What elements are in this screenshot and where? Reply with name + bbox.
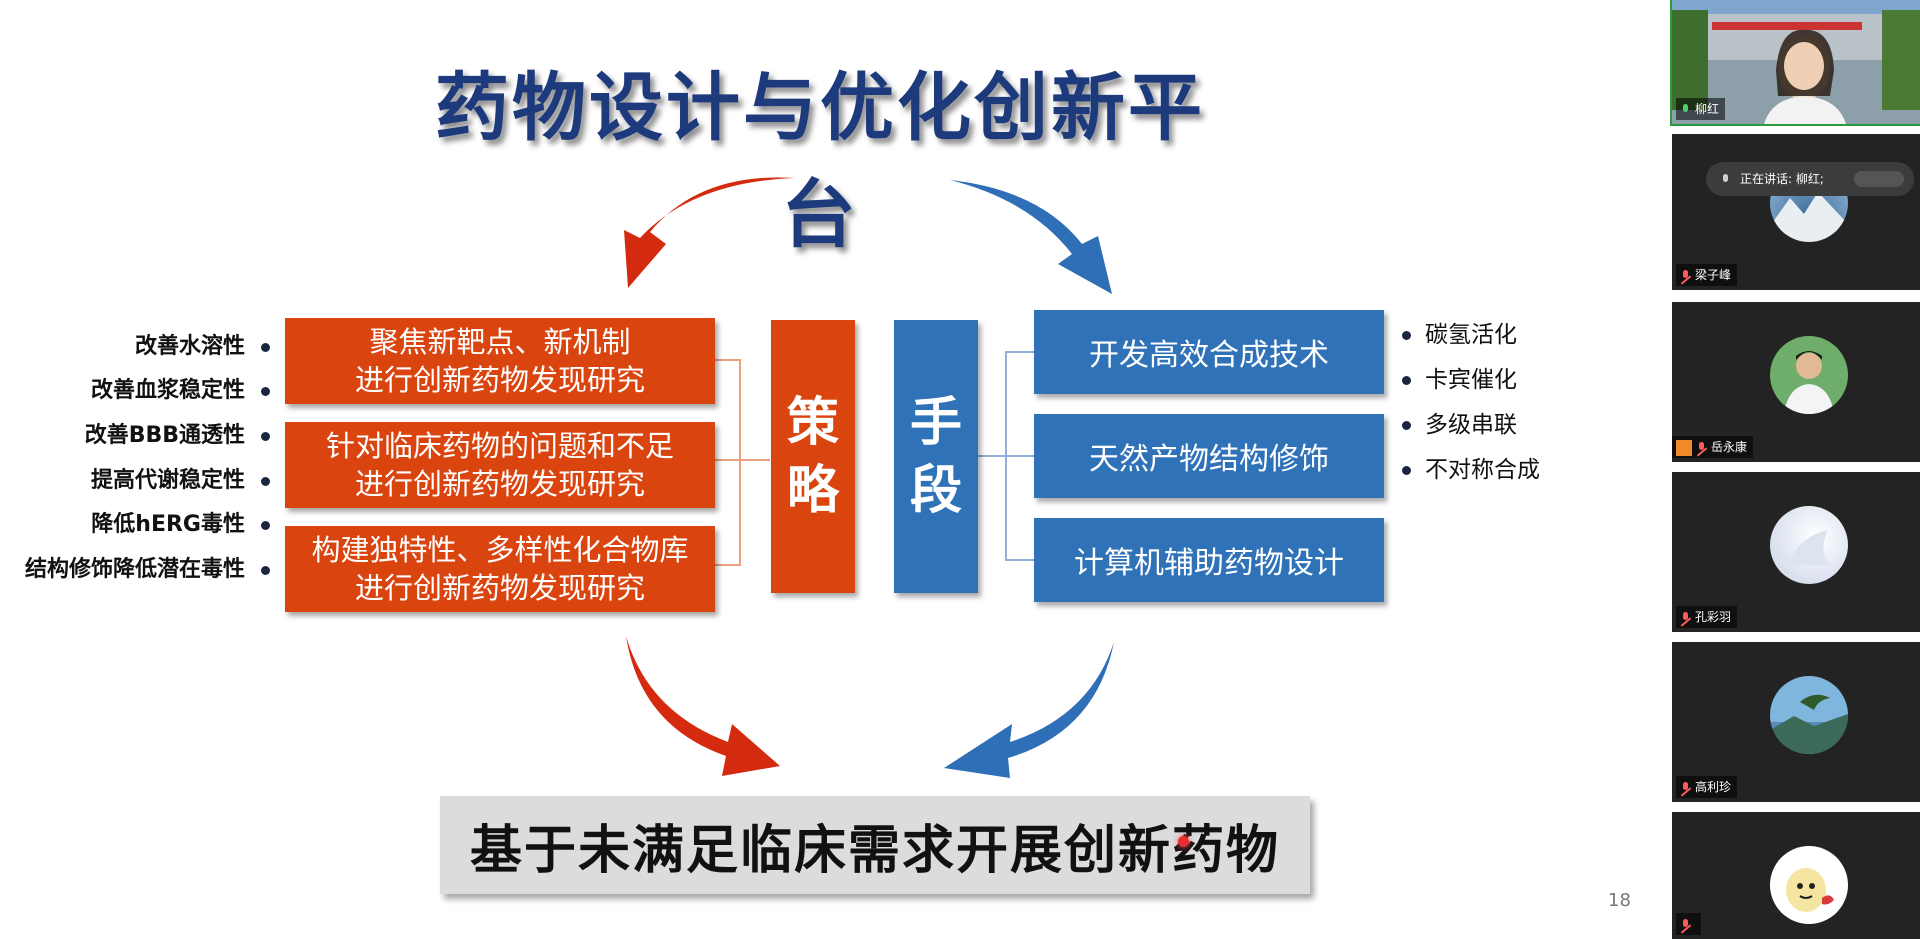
left-bullet-item: 结构修饰降低潜在毒性 xyxy=(0,555,270,585)
participant-name: 高利珍 xyxy=(1676,776,1738,798)
participant-tile[interactable]: 正在讲话: 柳红; 梁子峰 xyxy=(1672,134,1920,290)
active-speaker-banner: 正在讲话: 柳红; xyxy=(1706,162,1914,196)
strategy-connectors xyxy=(715,359,770,566)
participant-tile[interactable] xyxy=(1672,812,1920,939)
strategy-box-line: 构建独特性、多样性化合物库 xyxy=(311,533,689,567)
arrow-top-left xyxy=(624,177,795,288)
right-bullet-item: 卡宾催化 xyxy=(1402,365,1517,395)
laser-pointer-icon xyxy=(1178,836,1189,847)
right-bullet-item: 多级串联 xyxy=(1402,410,1517,440)
left-bullet-item: 降低hERG毒性 xyxy=(0,510,270,540)
strategy-box-line: 进行创新药物发现研究 xyxy=(354,467,645,501)
strategy-box-line: 针对临床药物的问题和不足 xyxy=(325,429,674,463)
participant-tile[interactable]: 岳永康 xyxy=(1672,302,1920,462)
microphone-muted-icon xyxy=(1680,611,1690,624)
arrow-top-right xyxy=(950,180,1112,294)
bullet-dot-icon xyxy=(1402,376,1411,385)
bottom-banner: 基于未满足临床需求开展创新药物 xyxy=(440,796,1310,894)
microphone-icon xyxy=(1720,173,1730,186)
left-bullet-item: 改善血浆稳定性 xyxy=(0,376,270,406)
right-bullet-item: 不对称合成 xyxy=(1402,455,1540,485)
arrow-bottom-right xyxy=(944,642,1114,778)
strategy-box-line: 进行创新药物发现研究 xyxy=(354,571,645,605)
strategy-label: 策略 xyxy=(771,320,855,593)
participant-tile[interactable]: 孔彩羽 xyxy=(1672,472,1920,632)
strategy-box: 针对临床药物的问题和不足 进行创新药物发现研究 xyxy=(285,422,715,508)
participant-name: 孔彩羽 xyxy=(1676,606,1738,628)
strategy-box-line: 进行创新药物发现研究 xyxy=(354,363,645,397)
avatar xyxy=(1770,676,1848,754)
microphone-muted-icon xyxy=(1680,269,1690,282)
bullet-dot-icon xyxy=(261,520,270,530)
speaker-banner-extra xyxy=(1854,171,1904,187)
strategy-box-line: 聚焦新靶点、新机制 xyxy=(369,325,631,359)
video-feed-image xyxy=(1672,0,1920,124)
participant-name: 柳红 xyxy=(1676,98,1726,120)
slide-title: 药物设计与优化创新平台 xyxy=(435,65,1205,258)
bullet-dot-icon xyxy=(261,386,270,396)
left-bullet-item: 改善BBB通透性 xyxy=(0,421,270,451)
host-icon xyxy=(1676,439,1692,456)
bullet-dot-icon xyxy=(1402,331,1411,340)
bullet-dot-icon xyxy=(1402,466,1411,475)
right-bullet-item: 碳氢活化 xyxy=(1402,320,1517,350)
bullet-dot-icon xyxy=(261,431,270,441)
microphone-muted-icon xyxy=(1680,781,1690,794)
flow-arrows xyxy=(624,177,1114,778)
bullet-dot-icon xyxy=(261,342,270,352)
means-box: 天然产物结构修饰 xyxy=(1034,414,1384,498)
microphone-muted-icon xyxy=(1696,441,1706,454)
presentation-slide: 药物设计与优化创新平台 改善水溶性 改善血浆稳定性 改善BBB通透性 提高代谢稳… xyxy=(0,65,1631,911)
microphone-muted-icon xyxy=(1680,918,1690,931)
microphone-on-icon xyxy=(1680,103,1690,116)
participant-name: 岳永康 xyxy=(1672,436,1754,458)
means-connectors xyxy=(978,351,1034,561)
means-box: 开发高效合成技术 xyxy=(1034,310,1384,394)
strategy-box: 聚焦新靶点、新机制 进行创新药物发现研究 xyxy=(285,318,715,404)
means-box: 计算机辅助药物设计 xyxy=(1034,518,1384,602)
means-label: 手段 xyxy=(894,320,978,593)
bullet-dot-icon xyxy=(261,565,270,575)
bullet-dot-icon xyxy=(261,476,270,486)
left-bullet-item: 提高代谢稳定性 xyxy=(0,466,270,496)
avatar xyxy=(1770,846,1848,924)
arrow-bottom-left xyxy=(626,636,780,776)
participant-name: 梁子峰 xyxy=(1676,264,1738,286)
strategy-box: 构建独特性、多样性化合物库 进行创新药物发现研究 xyxy=(285,526,715,612)
participant-sidebar: 柳红 正在讲话: 柳红; 梁子峰 岳永康 孔彩羽 xyxy=(1660,0,1920,939)
participant-tile[interactable]: 高利珍 xyxy=(1672,642,1920,802)
avatar xyxy=(1770,506,1848,584)
bullet-dot-icon xyxy=(1402,421,1411,430)
page-number: 18 xyxy=(1608,890,1631,911)
avatar xyxy=(1770,336,1848,414)
participant-name xyxy=(1676,913,1701,935)
participant-tile[interactable]: 柳红 xyxy=(1670,0,1920,126)
left-bullet-item: 改善水溶性 xyxy=(0,332,270,362)
